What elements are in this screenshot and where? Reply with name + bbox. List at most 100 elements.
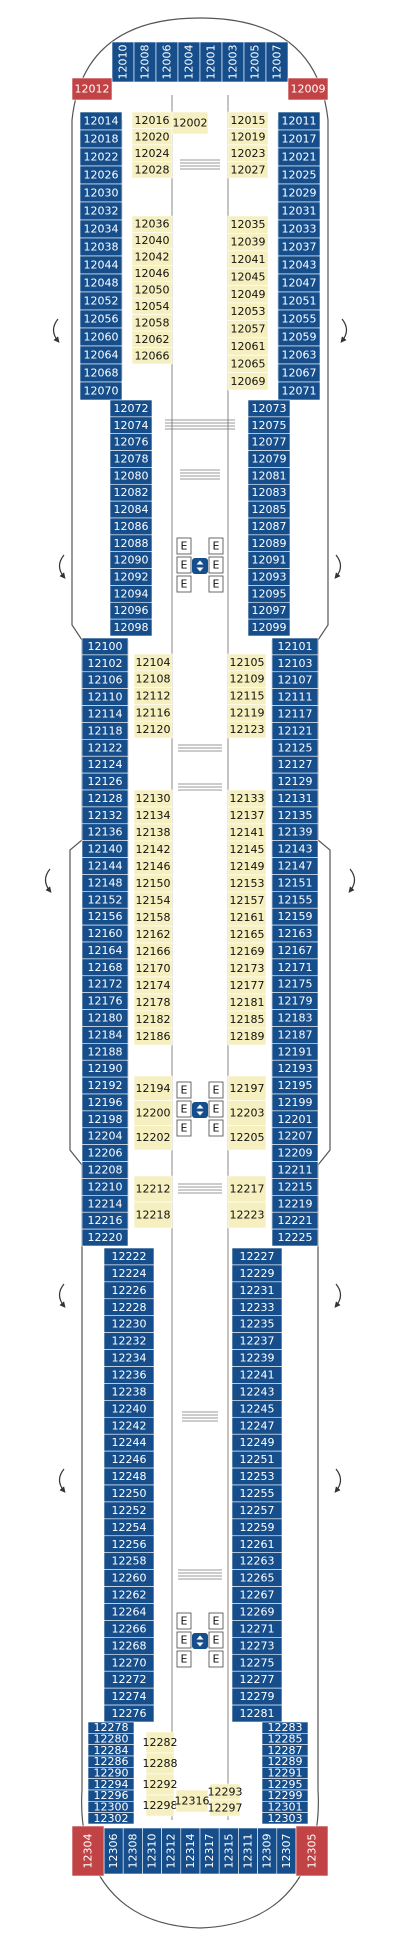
cabin-12135[interactable]: 12135: [271, 806, 319, 825]
cabin-12056[interactable]: 12056: [79, 309, 123, 329]
cabin-12047[interactable]: 12047: [277, 273, 321, 293]
cabin-12063[interactable]: 12063: [277, 345, 321, 365]
cabin-12265[interactable]: 12265: [231, 1569, 283, 1587]
cabin-12182[interactable]: 12182: [133, 1010, 173, 1029]
cabin-12082[interactable]: 12082: [109, 483, 153, 502]
cabin-12093[interactable]: 12093: [247, 568, 291, 586]
cabin-12250[interactable]: 12250: [103, 1484, 155, 1503]
cabin-12174[interactable]: 12174: [133, 976, 173, 995]
cabin-12084[interactable]: 12084: [109, 500, 153, 519]
cabin-12303[interactable]: 12303: [261, 1812, 309, 1825]
cabin-12003[interactable]: 12003: [221, 41, 245, 83]
cabin-12177[interactable]: 12177: [227, 976, 267, 995]
cabin-12096[interactable]: 12096: [109, 601, 153, 620]
cabin-12051[interactable]: 12051: [277, 291, 321, 311]
cabin-12247[interactable]: 12247: [231, 1416, 283, 1435]
cabin-12266[interactable]: 12266: [103, 1620, 155, 1638]
cabin-12057[interactable]: 12057: [227, 320, 269, 339]
cabin-12033[interactable]: 12033: [277, 219, 321, 239]
cabin-12317[interactable]: 12317: [199, 1827, 220, 1875]
cabin-12190[interactable]: 12190: [81, 1059, 129, 1078]
cabin-12085[interactable]: 12085: [247, 500, 291, 519]
cabin-12243[interactable]: 12243: [231, 1383, 283, 1401]
cabin-12277[interactable]: 12277: [231, 1670, 283, 1689]
cabin-12064[interactable]: 12064: [79, 345, 123, 365]
cabin-12106[interactable]: 12106: [81, 671, 129, 689]
cabin-12248[interactable]: 12248: [103, 1467, 155, 1486]
cabin-12104[interactable]: 12104: [133, 653, 173, 672]
cabin-12215[interactable]: 12215: [271, 1178, 319, 1196]
cabin-12311[interactable]: 12311: [238, 1827, 258, 1875]
cabin-12024[interactable]: 12024: [131, 144, 173, 162]
cabin-12020[interactable]: 12020: [131, 128, 173, 146]
cabin-12023[interactable]: 12023: [227, 144, 269, 162]
cabin-12137[interactable]: 12137: [227, 806, 267, 825]
cabin-12229[interactable]: 12229: [231, 1264, 283, 1283]
cabin-12148[interactable]: 12148: [81, 874, 129, 892]
cabin-12005[interactable]: 12005: [243, 41, 267, 83]
cabin-12216[interactable]: 12216: [81, 1211, 129, 1230]
cabin-12116[interactable]: 12116: [133, 704, 173, 722]
cabin-12241[interactable]: 12241: [231, 1366, 283, 1384]
cabin-12275[interactable]: 12275: [231, 1653, 283, 1672]
cabin-12019[interactable]: 12019: [227, 128, 269, 146]
cabin-12236[interactable]: 12236: [103, 1366, 155, 1384]
cabin-12191[interactable]: 12191: [271, 1043, 319, 1061]
cabin-12034[interactable]: 12034: [79, 219, 123, 239]
cabin-12126[interactable]: 12126: [81, 772, 129, 791]
cabin-12031[interactable]: 12031: [277, 201, 321, 221]
cabin-12004[interactable]: 12004: [177, 41, 201, 83]
cabin-12280[interactable]: 12280: [87, 1733, 135, 1746]
cabin-12212[interactable]: 12212: [133, 1175, 173, 1203]
cabin-12046[interactable]: 12046: [131, 265, 173, 283]
cabin-12071[interactable]: 12071: [277, 381, 321, 401]
cabin-12021[interactable]: 12021: [277, 147, 321, 167]
cabin-12316[interactable]: 12316: [175, 1789, 210, 1813]
cabin-12227[interactable]: 12227: [231, 1247, 283, 1266]
cabin-12125[interactable]: 12125: [271, 739, 319, 757]
cabin-12219[interactable]: 12219: [271, 1195, 319, 1213]
cabin-12238[interactable]: 12238: [103, 1383, 155, 1401]
cabin-12065[interactable]: 12065: [227, 354, 269, 373]
cabin-12258[interactable]: 12258: [103, 1552, 155, 1570]
cabin-12224[interactable]: 12224: [103, 1264, 155, 1283]
cabin-12195[interactable]: 12195: [271, 1076, 319, 1095]
cabin-12302[interactable]: 12302: [87, 1812, 135, 1825]
cabin-12171[interactable]: 12171: [271, 958, 319, 977]
cabin-12261[interactable]: 12261: [231, 1535, 283, 1554]
cabin-12149[interactable]: 12149: [227, 857, 267, 876]
cabin-12092[interactable]: 12092: [109, 568, 153, 586]
cabin-12269[interactable]: 12269: [231, 1603, 283, 1621]
cabin-12007[interactable]: 12007: [265, 41, 289, 83]
cabin-12070[interactable]: 12070: [79, 381, 123, 401]
cabin-12094[interactable]: 12094: [109, 585, 153, 603]
cabin-12200[interactable]: 12200: [133, 1100, 173, 1126]
cabin-12088[interactable]: 12088: [109, 534, 153, 553]
cabin-12062[interactable]: 12062: [131, 330, 173, 348]
cabin-12119[interactable]: 12119: [227, 704, 267, 722]
cabin-12188[interactable]: 12188: [81, 1043, 129, 1061]
cabin-12161[interactable]: 12161: [227, 908, 267, 927]
cabin-12163[interactable]: 12163: [271, 924, 319, 943]
cabin-12293[interactable]: 12293: [208, 1783, 243, 1801]
cabin-12175[interactable]: 12175: [271, 975, 319, 993]
cabin-12279[interactable]: 12279: [231, 1687, 283, 1706]
cabin-12018[interactable]: 12018: [79, 129, 123, 149]
cabin-12264[interactable]: 12264: [103, 1603, 155, 1621]
cabin-12030[interactable]: 12030: [79, 183, 123, 203]
cabin-12273[interactable]: 12273: [231, 1637, 283, 1655]
cabin-12022[interactable]: 12022: [79, 147, 123, 167]
cabin-12281[interactable]: 12281: [231, 1704, 283, 1723]
cabin-12067[interactable]: 12067: [277, 363, 321, 383]
cabin-12176[interactable]: 12176: [81, 992, 129, 1010]
cabin-12035[interactable]: 12035: [227, 215, 269, 234]
cabin-12194[interactable]: 12194: [133, 1075, 173, 1101]
cabin-12102[interactable]: 12102: [81, 654, 129, 673]
cabin-12154[interactable]: 12154: [133, 891, 173, 910]
cabin-12089[interactable]: 12089: [247, 534, 291, 553]
cabin-12312[interactable]: 12312: [161, 1827, 182, 1875]
cabin-12028[interactable]: 12028: [131, 161, 173, 179]
cabin-12306[interactable]: 12306: [103, 1827, 124, 1875]
cabin-12294[interactable]: 12294: [87, 1778, 135, 1791]
cabin-12164[interactable]: 12164: [81, 941, 129, 960]
